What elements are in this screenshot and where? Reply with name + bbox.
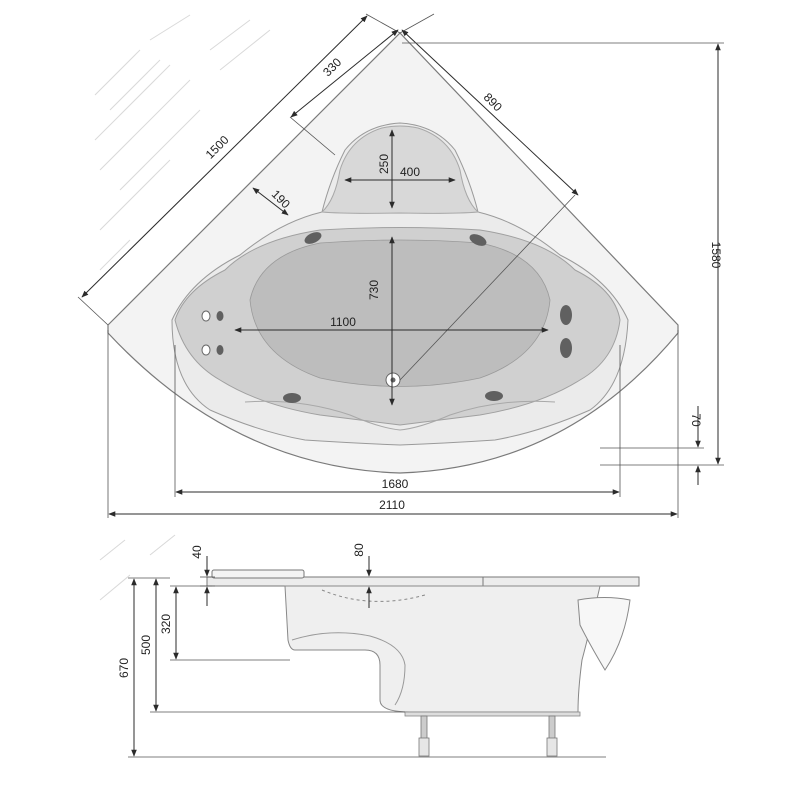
drain xyxy=(385,372,401,388)
dim-500: 500 xyxy=(139,577,405,713)
jet xyxy=(469,234,487,246)
dim-70-label: 70 xyxy=(689,413,703,427)
jet xyxy=(216,345,224,355)
dim-670-label: 670 xyxy=(117,658,131,678)
jet xyxy=(216,311,224,321)
jet xyxy=(560,338,572,358)
side-view: 40 80 320 500 670 xyxy=(99,534,640,758)
dim-500-label: 500 xyxy=(139,635,153,655)
dim-1100-label: 1100 xyxy=(330,315,356,329)
dim-320-label: 320 xyxy=(159,614,173,634)
control-knob xyxy=(201,310,211,322)
jet xyxy=(283,393,301,403)
jet xyxy=(485,391,503,401)
side-seat-curve xyxy=(291,632,406,706)
side-legs xyxy=(418,715,558,757)
dim-80-label: 80 xyxy=(352,543,366,557)
jet xyxy=(560,305,572,325)
dim-70: 70 xyxy=(600,406,704,485)
plan-view: 1500 330 890 250 400 190 xyxy=(77,13,724,518)
dim-400-label: 400 xyxy=(400,165,420,179)
side-body xyxy=(284,585,601,713)
dim-250: 250 xyxy=(377,129,395,209)
dim-670: 670 xyxy=(117,577,150,757)
dim-1580: 1580 xyxy=(402,42,724,466)
seat-step-right xyxy=(399,400,556,431)
control-knob xyxy=(201,344,211,356)
dim-890-label: 890 xyxy=(481,90,505,114)
dim-320: 320 xyxy=(159,585,290,661)
basin-floor xyxy=(249,239,551,387)
dim-2110: 2110 xyxy=(107,330,679,518)
side-end-apron xyxy=(577,597,631,671)
side-frame xyxy=(404,711,581,717)
dim-1100: 1100 xyxy=(234,315,549,333)
dim-1680-label: 1680 xyxy=(382,477,409,491)
dim-250-label: 250 xyxy=(377,154,391,174)
dim-1500-label: 1500 xyxy=(203,133,232,162)
dim-1580-label: 1580 xyxy=(709,242,723,269)
dim-1680: 1680 xyxy=(174,345,621,497)
center-diagonal xyxy=(399,194,576,381)
side-background-hatching xyxy=(99,534,176,601)
seat-step-left xyxy=(244,400,401,431)
dim-400: 400 xyxy=(344,165,456,183)
side-pillow xyxy=(211,569,305,579)
dim-40-label: 40 xyxy=(190,545,204,559)
dim-730: 730 xyxy=(367,236,395,406)
dim-40: 40 xyxy=(190,545,215,606)
dim-730-label: 730 xyxy=(367,280,381,300)
dim-80: 80 xyxy=(352,543,372,608)
dim-2110-label: 2110 xyxy=(379,498,405,512)
